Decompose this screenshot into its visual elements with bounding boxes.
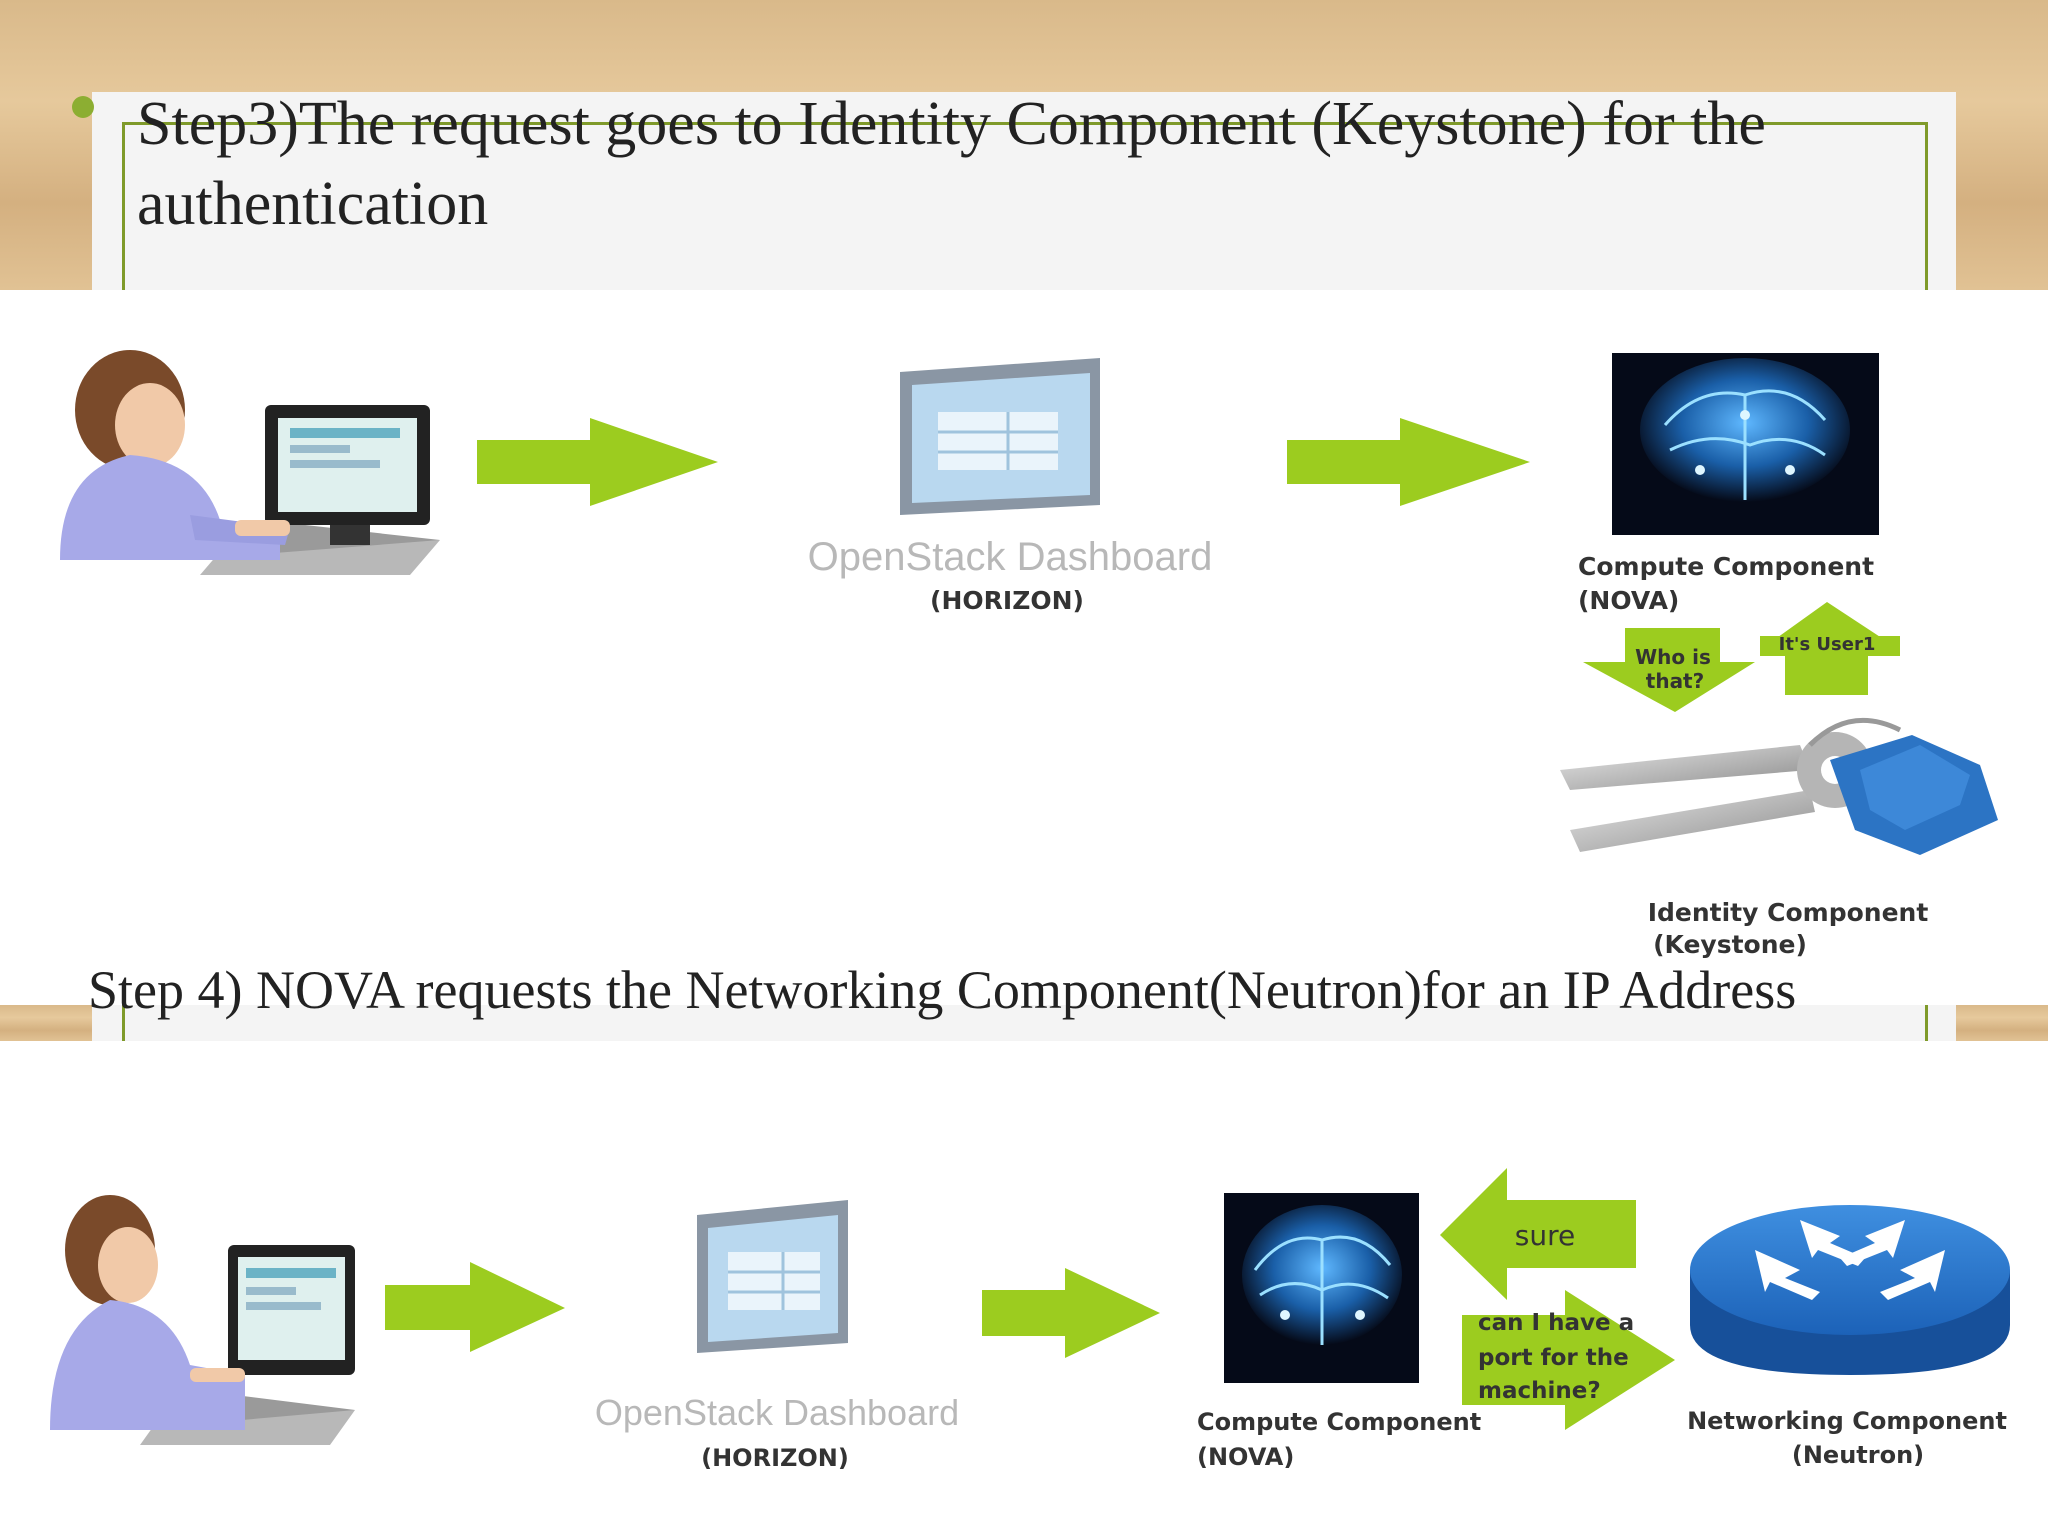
frame-top-line <box>122 122 1928 125</box>
neutron-router-icon <box>1690 1205 2010 1375</box>
flow-arrow-icon <box>385 1262 565 1352</box>
identity-name-label: Identity Component <box>1648 898 1929 927</box>
its-user1-label: It's User1 <box>1779 634 1876 655</box>
flow-arrow-icon <box>982 1268 1160 1358</box>
compute-sub-label: (NOVA) <box>1197 1443 1294 1471</box>
sure-arrow-icon <box>1440 1168 1636 1300</box>
dashboard-name-label: OpenStack Dashboard <box>808 535 1213 579</box>
flow-arrow-icon <box>1287 418 1530 506</box>
nova-brain-icon <box>1224 1193 1419 1383</box>
frame-left-line <box>122 122 125 290</box>
port-request-label-3: machine? <box>1478 1378 1601 1404</box>
its-user1-arrow-bar <box>1760 636 1900 656</box>
slide-content-card <box>92 92 1956 290</box>
who-is-that-label-1: Who is <box>1635 645 1711 669</box>
sure-label: sure <box>1515 1219 1575 1252</box>
compute-name-label: Compute Component <box>1197 1408 1481 1436</box>
horizon-dashboard-icon <box>697 1200 848 1353</box>
slide-content-card-lower <box>92 1005 1956 1041</box>
identity-sub-label: (Keystone) <box>1653 930 1807 959</box>
user-at-computer-icon <box>60 350 440 575</box>
flow-arrow-icon <box>477 418 718 506</box>
bullet-icon <box>72 96 94 118</box>
frame-right-line-lower <box>1925 1005 1928 1041</box>
network-sub-label: (Neutron) <box>1792 1441 1924 1469</box>
compute-name-label: Compute Component <box>1578 552 1874 581</box>
dashboard-sub-label: (HORIZON) <box>930 586 1084 615</box>
user-at-computer-icon <box>50 1195 355 1445</box>
step4-heading: Step 4) NOVA requests the Networking Com… <box>88 960 1797 1020</box>
port-request-label-2: port for the <box>1478 1345 1629 1371</box>
dashboard-sub-label: (HORIZON) <box>701 1444 849 1472</box>
keystone-keys-icon <box>1560 717 1998 855</box>
compute-sub-label: (NOVA) <box>1578 586 1679 615</box>
horizon-dashboard-icon <box>900 358 1100 515</box>
step3-heading: Step3)The request goes to Identity Compo… <box>137 90 1766 238</box>
frame-right-line <box>1925 122 1928 290</box>
frame-left-line-lower <box>122 1005 125 1041</box>
network-name-label: Networking Component <box>1687 1407 2007 1435</box>
port-request-arrow-icon <box>1462 1290 1675 1430</box>
dashboard-name-label: OpenStack Dashboard <box>595 1392 959 1433</box>
port-request-label-1: can I have a <box>1478 1310 1634 1336</box>
nova-brain-icon <box>1612 353 1879 535</box>
who-is-that-label-2: that? <box>1646 669 1704 693</box>
who-is-that-arrow-icon <box>1583 628 1755 712</box>
